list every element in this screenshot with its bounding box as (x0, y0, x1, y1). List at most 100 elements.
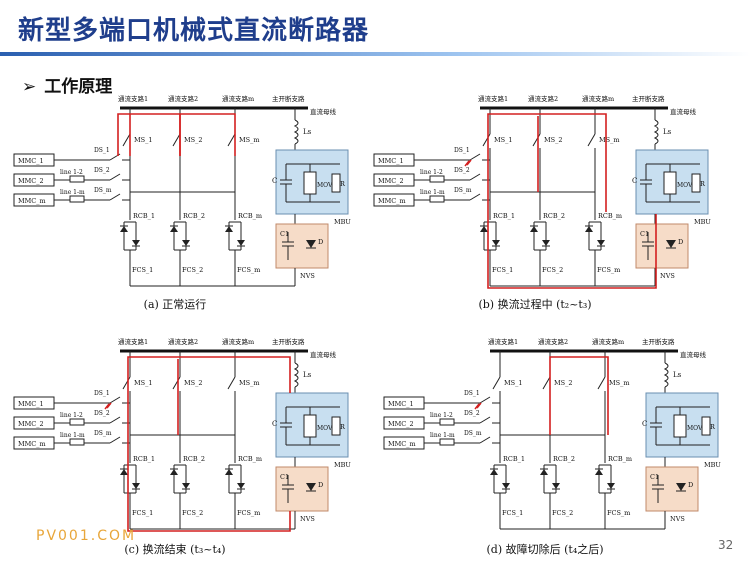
resistor-r (331, 416, 341, 436)
ms-switch-blade-3 (227, 376, 236, 390)
label-mbu-c: C (642, 420, 647, 428)
ms-switch-blade-1 (122, 376, 131, 390)
ms-switch-blade-3 (587, 133, 596, 147)
label-mmc-1: MMC_1 (18, 157, 44, 165)
label-ds-3: DS_m (454, 187, 472, 194)
label-r: R (700, 180, 706, 188)
label-mmc-3: MMC_m (388, 440, 416, 448)
panel-caption-c: (c) 换流结束 (t₃~t₄) (124, 543, 226, 556)
label-line-1-m: line 1-m (420, 189, 445, 196)
fcs-thyristor-pair-3 (595, 464, 615, 494)
label-fcs-2: FCS_2 (182, 509, 203, 517)
line-impedance-1-m (429, 195, 445, 203)
label-dc-bus: 直流母线 (670, 107, 697, 116)
ms-switch-blade-2 (172, 133, 181, 147)
label-main-break: 主开断支路 (272, 94, 305, 103)
label-ms-3: MS_m (239, 379, 260, 387)
label-ds-2: DS_2 (94, 167, 110, 174)
label-ds-1: DS_1 (464, 390, 480, 397)
inductor-ls-coil (293, 119, 299, 145)
label-branch-2: 通流支路2 (168, 337, 198, 346)
label-mbu-c: C (272, 177, 277, 185)
fcs-thyristor-pair-3 (585, 221, 605, 251)
inductor-ls-coil (663, 362, 669, 388)
label-fcs-3: FCS_m (237, 266, 260, 274)
ds-switch-blade-3 (109, 436, 121, 444)
current-path-healthy-loop (549, 356, 609, 435)
label-fcs-3: FCS_m (597, 266, 620, 274)
label-line-1-2: line 1-2 (430, 412, 453, 419)
ms-switch-blade-2 (542, 376, 551, 390)
label-ds-2: DS_2 (464, 410, 480, 417)
ds-switch-blade-2 (109, 416, 121, 424)
label-nvs: NVS (660, 272, 675, 280)
label-fcs-1: FCS_1 (492, 266, 513, 274)
fcs-thyristor-pair-1 (120, 464, 140, 494)
label-rcb-3: RCB_m (598, 212, 622, 220)
current-path-branch-2-m (179, 113, 236, 156)
label-mbu-c: C (632, 177, 637, 185)
label-ds-2: DS_2 (94, 410, 110, 417)
label-ds-1: DS_1 (454, 147, 470, 154)
label-fcs-2: FCS_2 (542, 266, 563, 274)
label-ds-3: DS_m (94, 430, 112, 437)
current-path-commutation-bottom (487, 178, 657, 289)
mov-varistor (303, 171, 317, 195)
label-dc-bus: 直流母线 (680, 350, 707, 359)
label-mmc-3: MMC_m (378, 197, 406, 205)
label-d: D (318, 238, 323, 246)
label-mmc-3: MMC_m (18, 197, 46, 205)
resistor-r (701, 416, 711, 436)
label-d: D (318, 481, 323, 489)
line-impedance-1-2 (69, 418, 85, 426)
label-ls: Ls (303, 371, 312, 379)
label-branch-m: 通流支路m (592, 337, 624, 346)
label-r: R (710, 423, 716, 431)
label-ls: Ls (303, 128, 312, 136)
label-mmc-1: MMC_1 (388, 400, 414, 408)
label-mmc-1: MMC_1 (378, 157, 404, 165)
ms-switch-blade-3 (227, 133, 236, 147)
section-heading: ➢ 工作原理 (22, 72, 112, 97)
mov-varistor (303, 414, 317, 438)
label-mov: MOV (317, 425, 333, 432)
mov-varistor (663, 171, 677, 195)
panel-caption-a: (a) 正常运行 (143, 298, 207, 311)
label-line-1-2: line 1-2 (420, 169, 443, 176)
label-branch-2: 通流支路2 (538, 337, 568, 346)
fcs-thyristor-pair-1 (120, 221, 140, 251)
current-path-nvs-bottom (127, 443, 291, 532)
page-title: 新型多端口机械式直流断路器 (18, 16, 370, 46)
current-path-feed (117, 113, 130, 156)
label-ls: Ls (673, 371, 682, 379)
label-ms-2: MS_2 (554, 379, 573, 387)
watermark: PV001.COM (36, 528, 137, 544)
fcs-thyristor-pair-2 (170, 221, 190, 251)
label-ds-1: DS_1 (94, 147, 110, 154)
label-fcs-1: FCS_1 (132, 509, 153, 517)
section-label: 工作原理 (44, 77, 113, 97)
label-fcs-2: FCS_2 (552, 509, 573, 517)
fcs-thyristor-pair-2 (530, 221, 550, 251)
fcs-thyristor-pair-1 (480, 221, 500, 251)
ms-switch-blade-3 (597, 376, 606, 390)
label-dc-bus: 直流母线 (310, 350, 337, 359)
ms-switch-blade-2 (172, 376, 181, 390)
ds-switch-blade-1 (109, 396, 121, 404)
label-c1: C1 (280, 230, 289, 238)
ds-switch-blade-3 (109, 193, 121, 201)
label-branch-m: 通流支路m (222, 337, 254, 346)
label-main-break: 主开断支路 (272, 337, 305, 346)
label-fcs-2: FCS_2 (182, 266, 203, 274)
label-rcb-2: RCB_2 (183, 455, 205, 463)
label-line-1-m: line 1-m (60, 189, 85, 196)
label-mmc-1: MMC_1 (18, 400, 44, 408)
label-mmc-2: MMC_2 (388, 420, 414, 428)
label-c1: C1 (280, 473, 289, 481)
label-branch-1: 通流支路1 (478, 94, 508, 103)
arrow-bullet-icon: ➢ (22, 77, 37, 97)
label-ms-1: MS_1 (504, 379, 523, 387)
